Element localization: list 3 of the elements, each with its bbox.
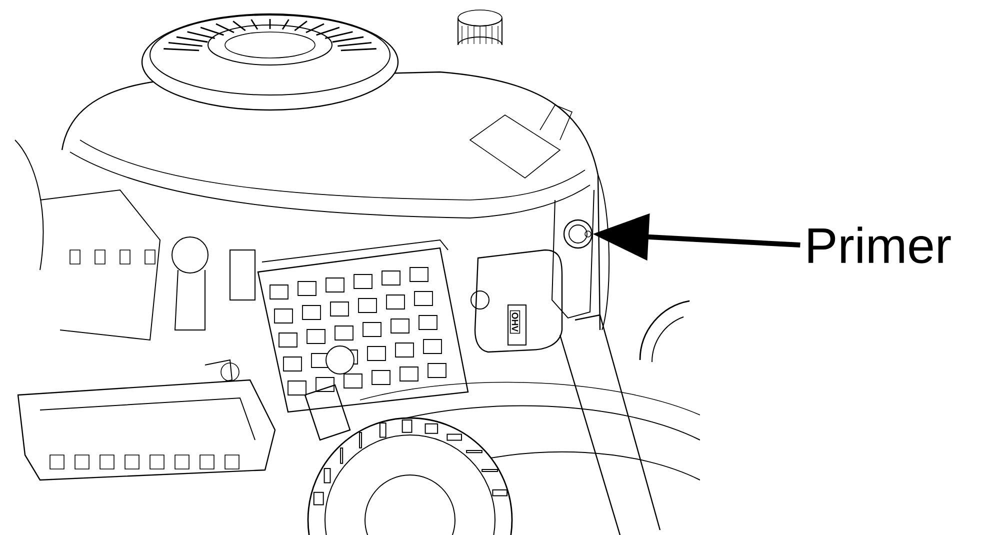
primer-bulb — [563, 219, 593, 249]
engine-badge: OHV — [510, 310, 520, 334]
part-label: Primer — [808, 226, 951, 264]
